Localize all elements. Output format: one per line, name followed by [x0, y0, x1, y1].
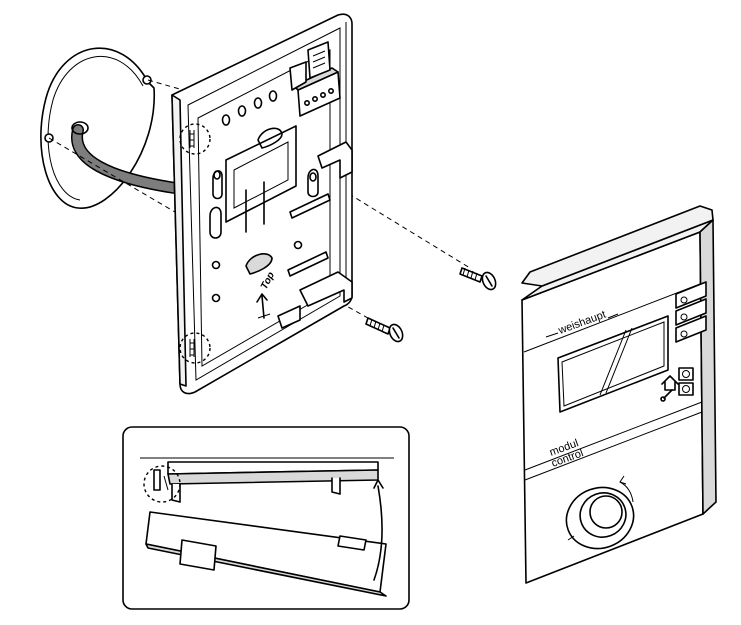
side-button-1[interactable] — [675, 281, 707, 309]
base-plate: Top — [171, 13, 353, 395]
side-button-3[interactable] — [675, 315, 707, 343]
mode-button-b[interactable] — [678, 382, 694, 396]
lcd-display — [557, 315, 669, 413]
mode-button-a[interactable] — [678, 367, 694, 381]
mounting-screw-upper — [459, 267, 497, 291]
latch-highlight-upper — [179, 123, 211, 155]
latch-detail-inset — [122, 426, 410, 610]
cable-entry-slot — [245, 253, 273, 275]
terminal-block — [289, 41, 341, 117]
side-button-2[interactable] — [675, 298, 707, 326]
rotary-knob[interactable] — [558, 475, 642, 558]
latch-highlight-lower — [179, 332, 211, 364]
mode-buttons — [660, 367, 694, 402]
home-icon — [661, 375, 679, 391]
wrench-icon — [663, 389, 673, 399]
menu-buttons — [675, 281, 707, 343]
wall-box-screw-top — [142, 75, 152, 85]
wall-flush-box — [40, 47, 155, 209]
mounting-screw-lower — [365, 317, 404, 343]
hinge-highlight — [143, 465, 181, 503]
control-unit: weishaupt mod — [521, 205, 717, 584]
